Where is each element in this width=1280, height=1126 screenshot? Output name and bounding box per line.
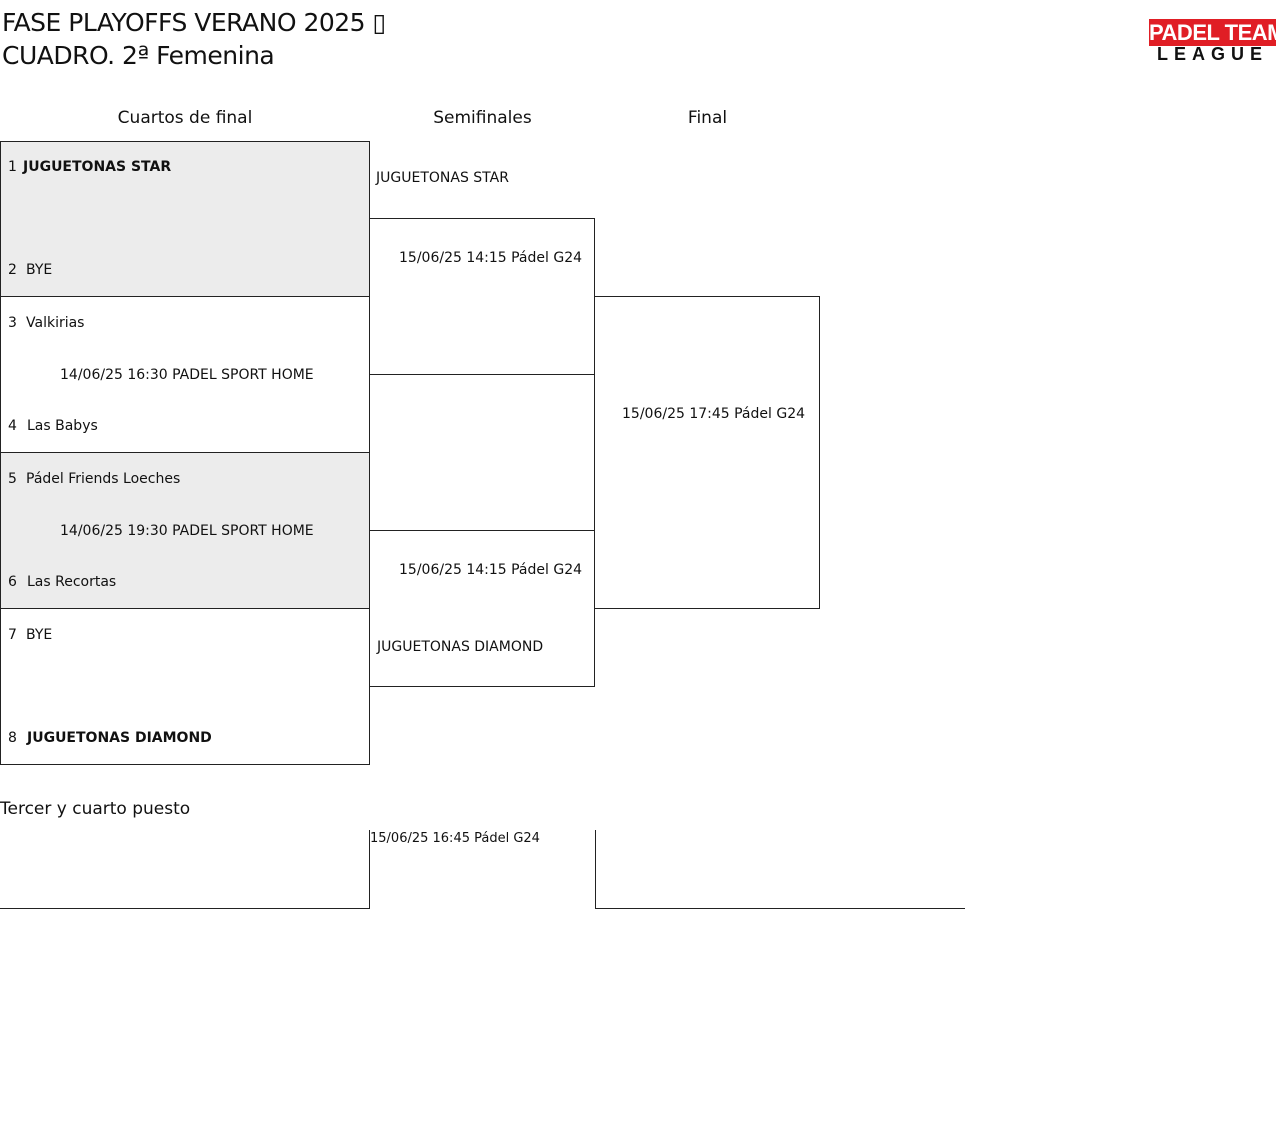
match-info: 15/06/25 14:15 Pádel G24 (399, 562, 583, 578)
third-place-match-info: 15/06/25 16:45 Pádel G24 (370, 831, 540, 846)
third-place-divider-right (595, 830, 596, 909)
seed-number: 7 (8, 627, 17, 643)
logo-bottom-text: LEAGUE (1156, 44, 1268, 64)
seed-number: 8 (8, 730, 17, 746)
final-match: 15/06/25 17:45 Pádel G24 (594, 296, 820, 609)
semifinal-match-2: 15/06/25 14:15 Pádel G24 JUGUETONAS DIAM… (369, 530, 595, 687)
quarterfinal-match-1: 1 JUGUETONAS STAR 2 BYE (0, 141, 370, 297)
third-place-line-left (0, 908, 370, 909)
team-name: Las Recortas (27, 574, 117, 590)
seed-number: 4 (8, 418, 17, 434)
match-info: 14/06/25 16:30 PADEL SPORT HOME (60, 367, 314, 383)
seed-number: 3 (8, 315, 17, 331)
seed-number: 1 (8, 159, 17, 175)
match-info: 14/06/25 19:30 PADEL SPORT HOME (60, 523, 314, 539)
logo-top-text: PADEL TEAM (1149, 19, 1280, 46)
semifinal-2-team: JUGUETONAS DIAMOND (377, 639, 544, 655)
semifinal-1-team: JUGUETONAS STAR (376, 170, 509, 186)
page-title-line-1: FASE PLAYOFFS VERANO 2025 ▯ (2, 8, 386, 37)
column-header-quarterfinals: Cuartos de final (117, 108, 253, 128)
team-name: BYE (26, 262, 53, 278)
team-name: JUGUETONAS STAR (23, 159, 172, 175)
quarterfinal-match-3: 5 Pádel Friends Loeches 14/06/25 19:30 P… (0, 452, 370, 609)
semifinal-match-1: 15/06/25 14:15 Pádel G24 (369, 218, 595, 375)
match-info: 15/06/25 17:45 Pádel G24 (622, 406, 806, 422)
match-info: 15/06/25 14:15 Pádel G24 (399, 250, 583, 266)
quarterfinal-match-4: 7 BYE 8 JUGUETONAS DIAMOND (0, 608, 370, 765)
column-header-semifinals: Semifinales (433, 108, 532, 128)
team-name: Las Babys (27, 418, 98, 434)
column-header-final: Final (687, 108, 728, 128)
third-place-line-right (595, 908, 965, 909)
quarterfinal-match-2: 3 Valkirias 14/06/25 16:30 PADEL SPORT H… (0, 296, 370, 453)
team-name: JUGUETONAS DIAMOND (27, 730, 212, 746)
seed-number: 2 (8, 262, 17, 278)
seed-number: 6 (8, 574, 17, 590)
team-name: BYE (26, 627, 53, 643)
seed-number: 5 (8, 471, 17, 487)
padel-team-league-logo: PADEL TEAM LEAGUE (1149, 19, 1280, 64)
third-place-title: Tercer y cuarto puesto (0, 799, 191, 819)
team-name: Valkirias (26, 315, 85, 331)
third-place-divider-left (369, 830, 370, 909)
team-name: Pádel Friends Loeches (26, 471, 181, 487)
page-title-line-2: CUADRO. 2ª Femenina (2, 41, 275, 70)
